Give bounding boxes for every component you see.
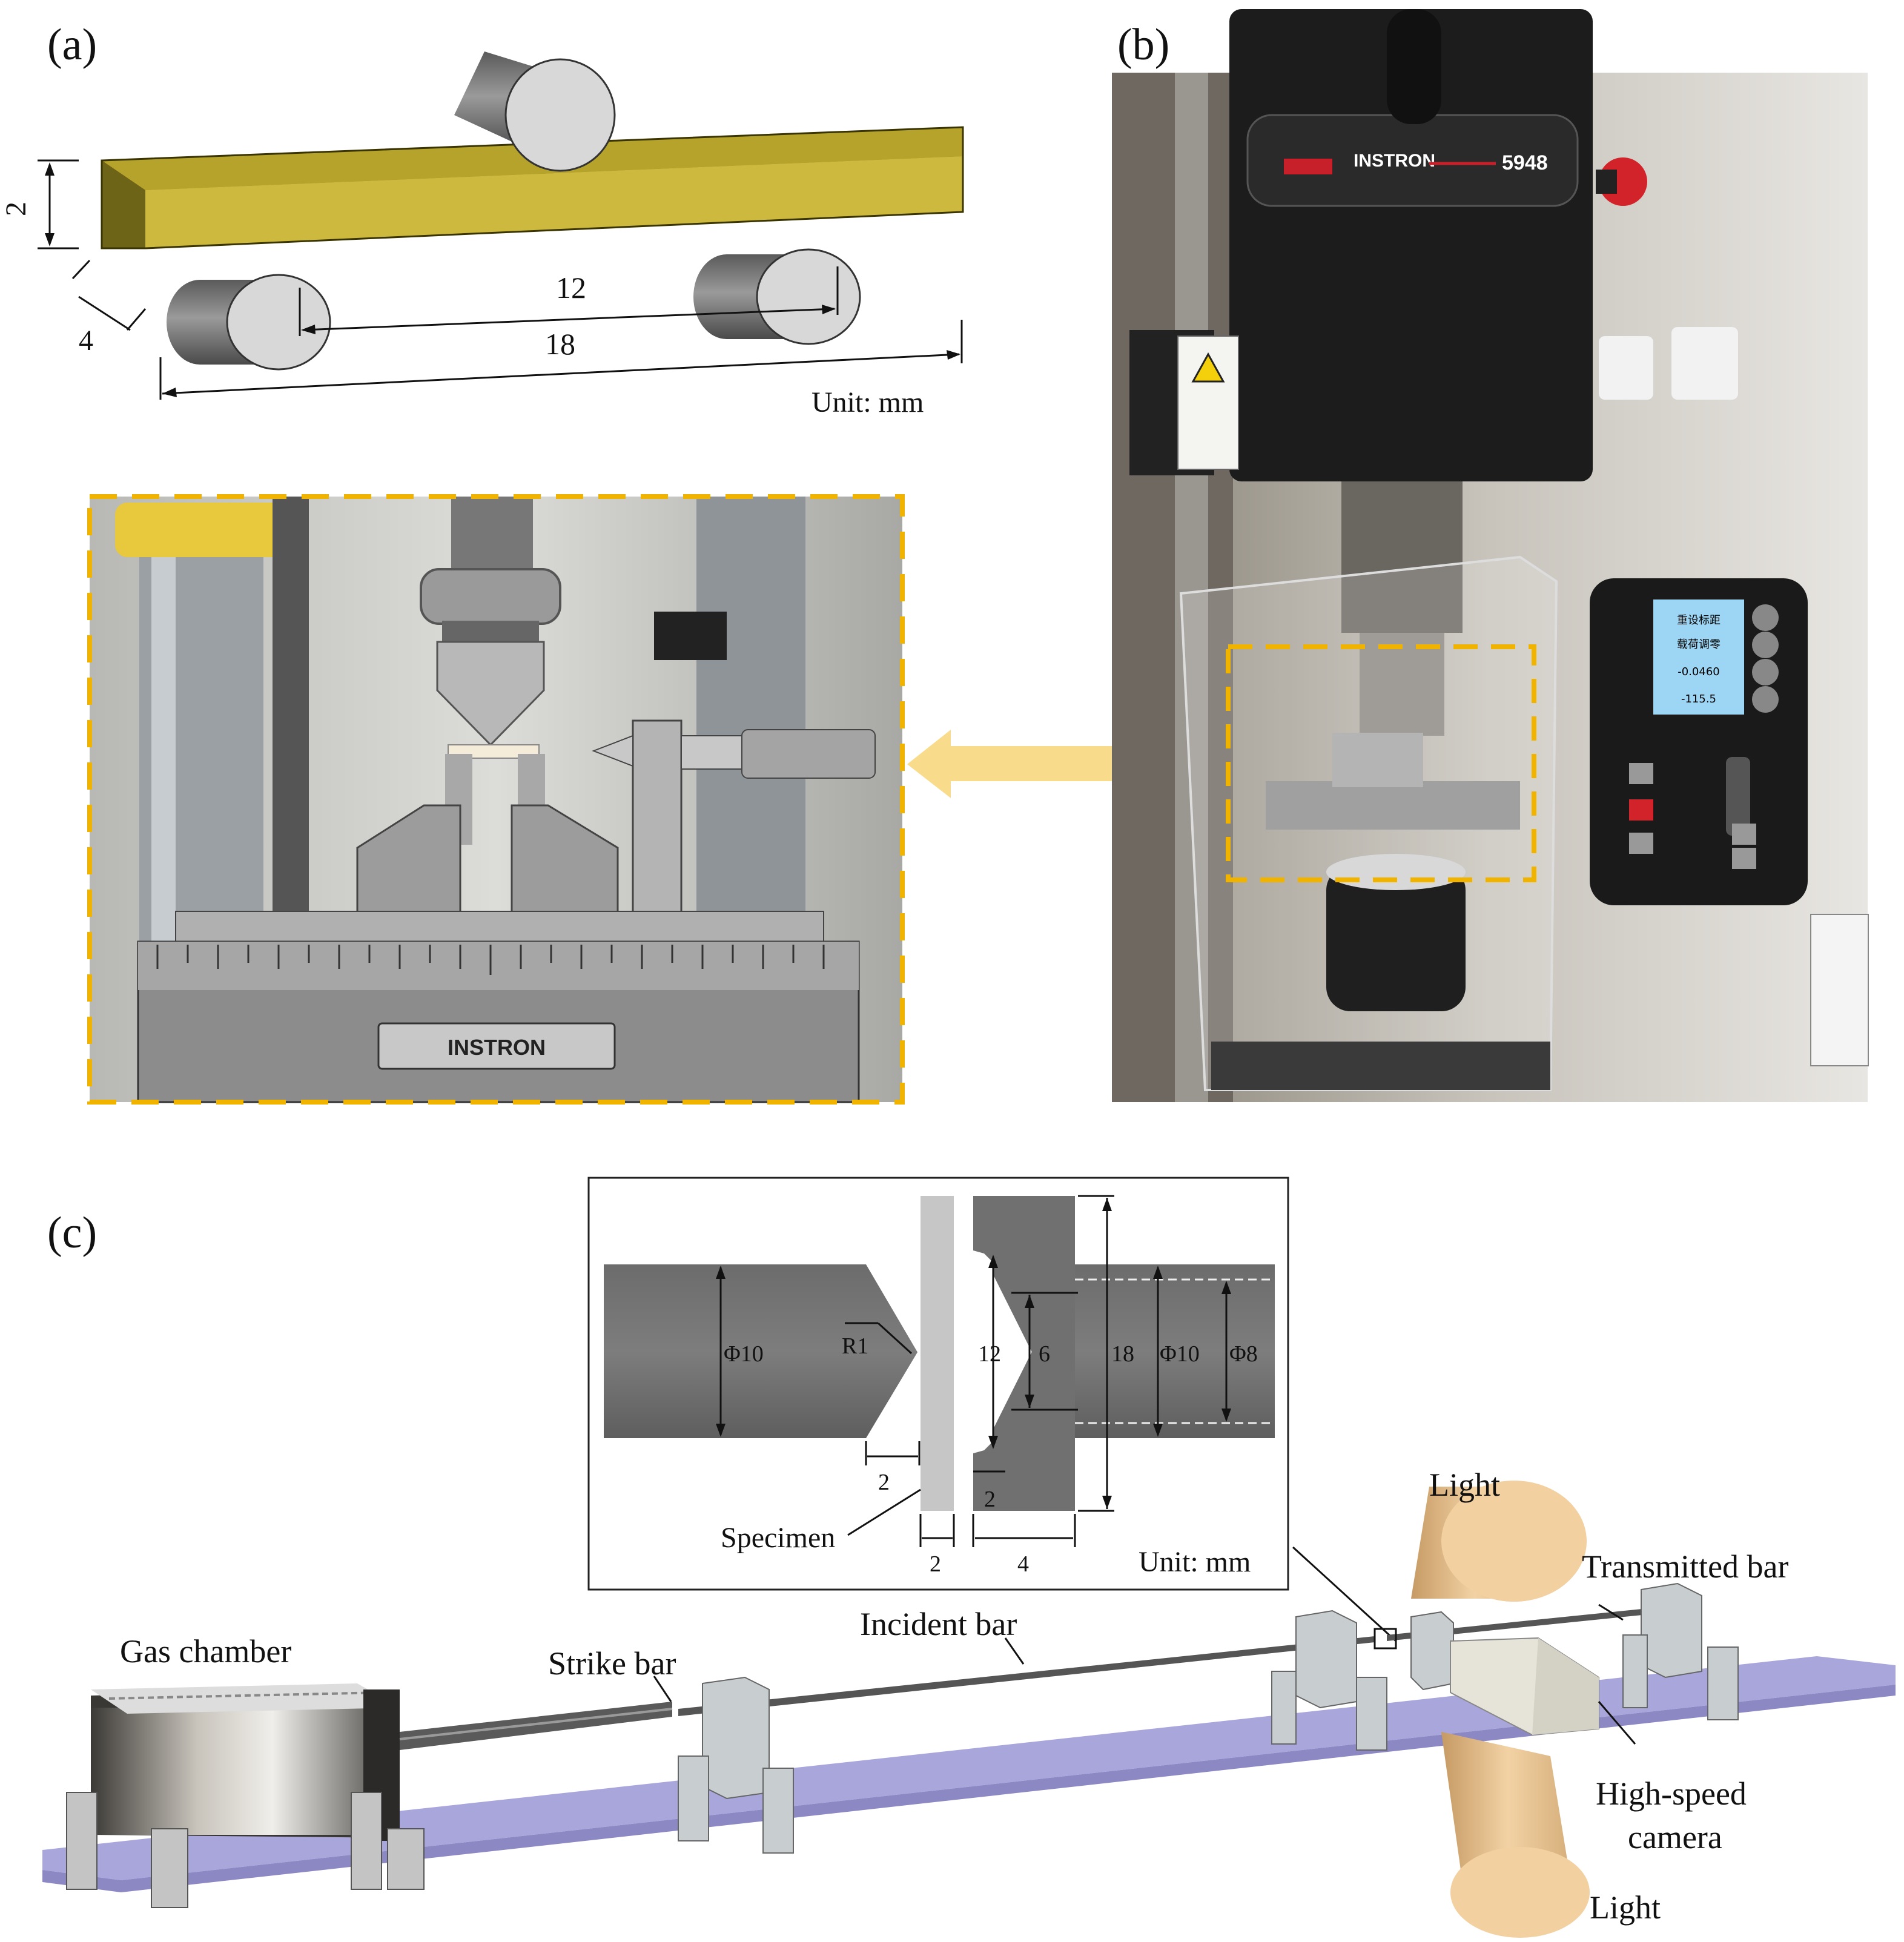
dim-length bbox=[159, 320, 963, 400]
dim-depth-label: 4 bbox=[79, 325, 93, 357]
label-transmitted-bar: Transmitted bar bbox=[1582, 1548, 1788, 1585]
panel-a-label: (a) bbox=[47, 20, 97, 70]
light-bottom bbox=[1441, 1732, 1590, 1938]
screen-line-1: 重设标距 bbox=[1677, 614, 1721, 627]
label-light-bottom: Light bbox=[1590, 1889, 1661, 1926]
ruler-ticks bbox=[156, 945, 825, 975]
strike-bar bbox=[400, 1702, 672, 1750]
screen-line-2: 载荷调零 bbox=[1677, 638, 1721, 651]
test-zone-highlight bbox=[1226, 644, 1536, 882]
label-light-top: Light bbox=[1429, 1467, 1500, 1503]
bar-supports bbox=[678, 1582, 1739, 1854]
dim-span-label: 12 bbox=[556, 271, 586, 305]
panel-b: INSTRON 5948 重设标距 载荷调零 -0.0460 -115.5 bbox=[1112, 0, 1869, 1102]
label-gas-chamber: Gas chamber bbox=[120, 1633, 291, 1670]
panel-c-label: (c) bbox=[47, 1208, 97, 1258]
light-top bbox=[1411, 1481, 1587, 1602]
gas-chamber bbox=[91, 1683, 400, 1841]
machine-brand: INSTRON bbox=[1354, 151, 1435, 171]
high-speed-camera bbox=[1450, 1637, 1599, 1736]
loading-cylinder bbox=[454, 51, 616, 172]
dim-length-label: 18 bbox=[545, 327, 575, 361]
fixture-closeup: INSTRON bbox=[87, 494, 905, 1105]
panel-a: (a) 2 bbox=[0, 20, 964, 418]
inset-dim-18: 18 bbox=[1111, 1341, 1134, 1367]
label-camera-line2: camera bbox=[1628, 1819, 1722, 1855]
panel-b-label: (b) bbox=[1117, 20, 1169, 70]
label-incident-bar: Incident bar bbox=[860, 1606, 1017, 1642]
dim-depth bbox=[71, 259, 147, 331]
inset-dim-6: 6 bbox=[1039, 1341, 1050, 1367]
panel-c: (c) bbox=[42, 1177, 1896, 1938]
inset-detail: R1 Φ10 12 6 18 Φ10 Φ8 2 2 2 4 Specimen U… bbox=[587, 1177, 1397, 1642]
support-cylinder-right bbox=[693, 248, 861, 345]
incident-bar bbox=[678, 1636, 1375, 1716]
specimen-location-box bbox=[1373, 1628, 1397, 1650]
closeup-frame bbox=[87, 494, 905, 1105]
screen-line-3: -0.0460 bbox=[1678, 665, 1719, 678]
screen-line-4: -115.5 bbox=[1681, 693, 1716, 705]
inset-phi10-left: Φ10 bbox=[724, 1341, 764, 1367]
inset-specimen-label: Specimen bbox=[721, 1522, 835, 1554]
fixture-brand: INSTRON bbox=[448, 1035, 546, 1060]
inset-dim-12: 12 bbox=[978, 1341, 1001, 1367]
inset-r1: R1 bbox=[842, 1333, 868, 1359]
panel-a-unit: Unit: mm bbox=[812, 386, 924, 418]
label-camera-line1: High-speed bbox=[1596, 1775, 1747, 1812]
inset-dim-2a: 2 bbox=[878, 1470, 890, 1495]
inset-unit: Unit: mm bbox=[1139, 1546, 1251, 1578]
dim-height bbox=[38, 159, 79, 249]
inset-dim-2b: 2 bbox=[984, 1487, 996, 1512]
rail-platform bbox=[42, 1656, 1896, 1880]
dim-span bbox=[299, 266, 839, 336]
inset-phi10-right: Φ10 bbox=[1160, 1341, 1200, 1367]
inset-specimen bbox=[921, 1196, 954, 1511]
label-strike-bar: Strike bar bbox=[548, 1645, 676, 1682]
transmitted-bar bbox=[1387, 1603, 1696, 1641]
chamber-supports bbox=[66, 1792, 425, 1908]
dim-height-label: 2 bbox=[0, 202, 32, 216]
inset-dim-2c: 2 bbox=[930, 1551, 941, 1577]
machine-model: 5948 bbox=[1502, 151, 1548, 174]
inset-dim-4: 4 bbox=[1017, 1551, 1029, 1577]
inset-phi8: Φ8 bbox=[1229, 1341, 1258, 1367]
support-cylinder-left bbox=[167, 274, 331, 371]
